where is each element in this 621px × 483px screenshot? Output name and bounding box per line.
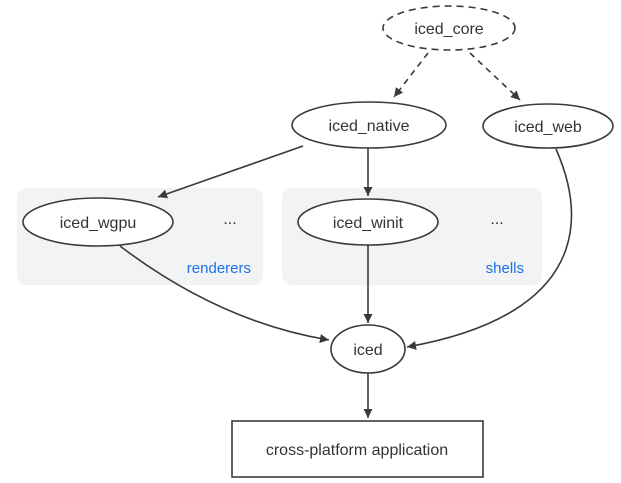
edge-iced-core-to-iced-web (469, 52, 521, 101)
node-iced-winit (297, 198, 439, 246)
node-cross-platform-application (231, 420, 484, 478)
edge-iced-core-to-iced-native (393, 52, 429, 98)
node-iced-winit-label: iced_winit (333, 215, 404, 232)
node-iced-native (291, 101, 447, 149)
node-iced-wgpu (22, 197, 174, 247)
shells-group-label: shells (486, 260, 524, 277)
renderers-ellipsis: ... (223, 211, 236, 228)
node-iced-label: iced (353, 342, 382, 359)
renderers-group-label: renderers (187, 260, 251, 277)
node-cross-platform-application-label: cross-platform application (266, 442, 448, 459)
node-iced-native-label: iced_native (329, 118, 410, 135)
node-iced-web (482, 103, 614, 149)
node-iced-core (382, 5, 516, 51)
edge-iced-wgpu-to-iced (119, 245, 330, 343)
shells-ellipsis: ... (490, 211, 503, 228)
node-iced-web-label: iced_web (514, 119, 582, 136)
edge-iced-native-to-iced-wgpu (157, 145, 304, 199)
node-iced-core-label: iced_core (414, 21, 483, 38)
node-iced-wgpu-label: iced_wgpu (60, 215, 137, 232)
edge-iced-web-to-iced (406, 148, 573, 350)
node-iced (330, 324, 406, 374)
